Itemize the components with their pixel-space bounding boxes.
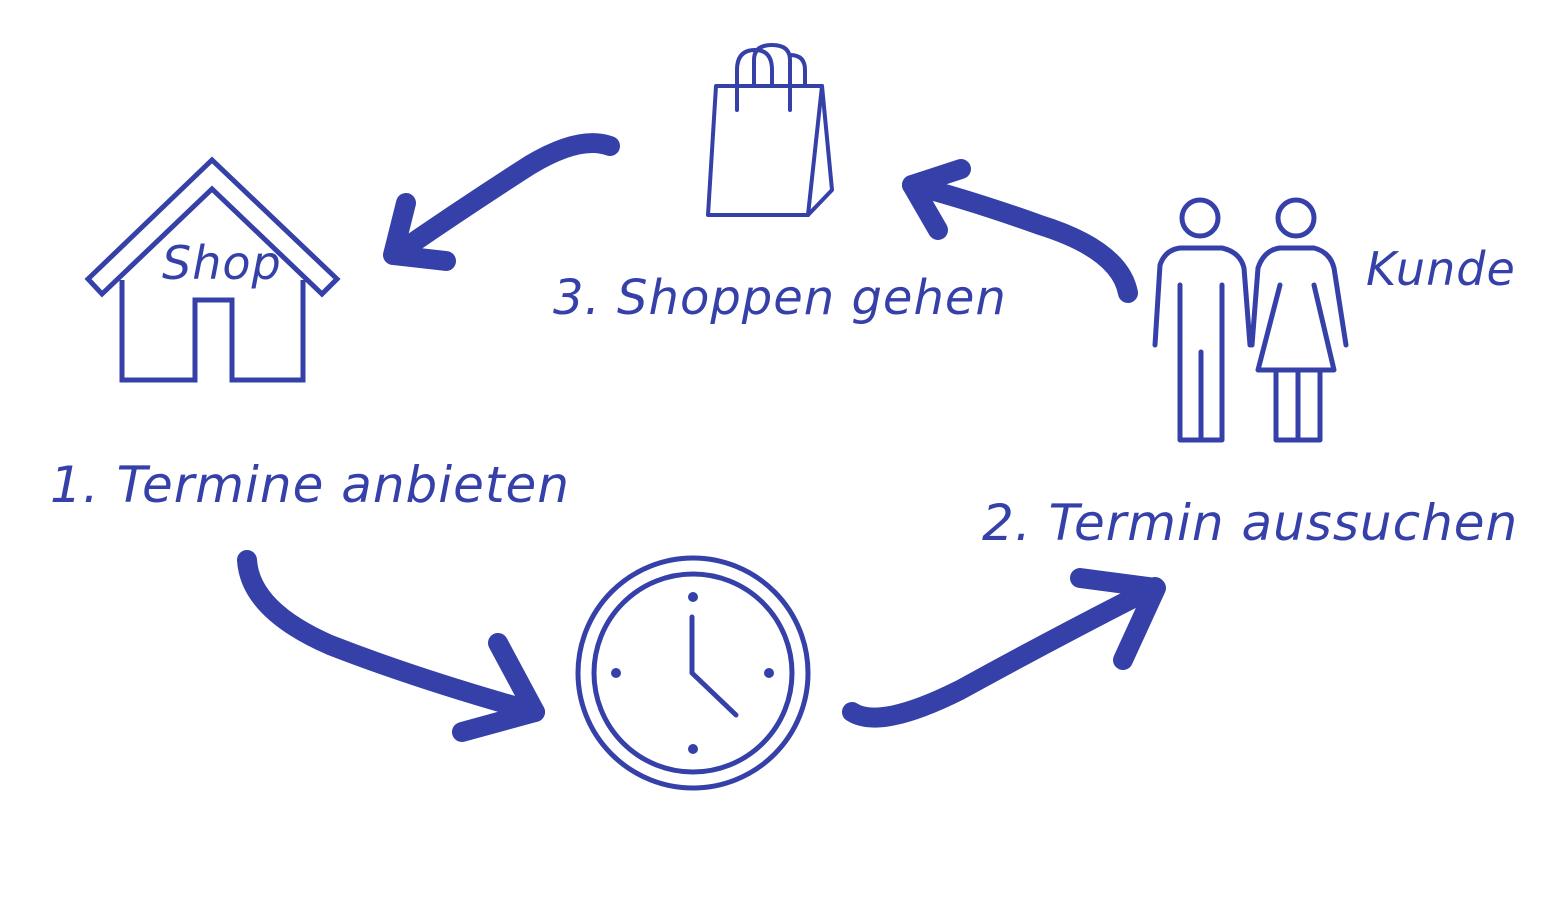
arrow-shop-to-clock [237,550,545,722]
house-icon [84,156,341,383]
arrow-head [902,159,971,240]
arrow-people-to-bag [902,175,1138,303]
step2-label: 2. Termin aussuchen [982,494,1519,552]
step3-label: 3. Shoppen gehen [553,270,1007,326]
arrow-head [383,193,456,271]
shop-label: Shop [162,236,282,290]
arrow-head [452,633,545,742]
arrow-bag-to-shop [385,133,620,265]
arrow-clock-to-people [842,577,1165,728]
arrow-head [1070,568,1166,670]
shopping-bag-icon [706,43,834,217]
kunde-label: Kunde [1366,242,1516,296]
step1-label: 1. Termine anbieten [50,456,571,514]
people-icon [1152,197,1349,443]
clock-icon [575,555,811,791]
